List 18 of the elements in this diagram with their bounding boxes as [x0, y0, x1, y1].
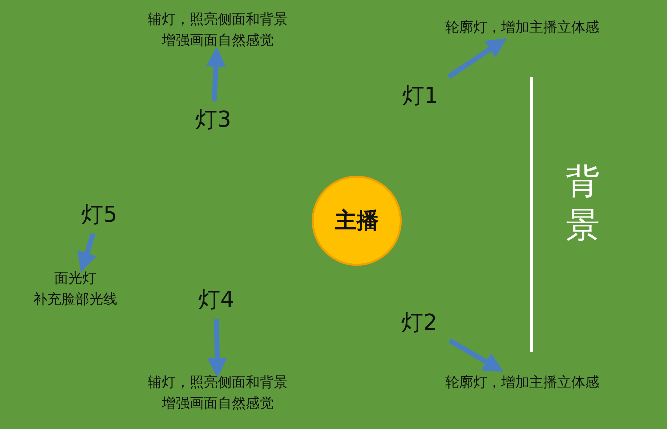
arrow	[206, 47, 226, 102]
arrow	[448, 38, 507, 80]
arrow	[448, 338, 504, 372]
light-label: 灯2	[392, 307, 447, 339]
arrow	[207, 318, 228, 378]
light-label: 灯5	[72, 199, 127, 231]
arrow	[78, 233, 97, 273]
backdrop-label: 背景	[565, 161, 601, 248]
light-label: 灯4	[189, 284, 244, 316]
host-circle: 主播	[312, 176, 402, 266]
description-text: 轮廓灯，增加主播立体感	[415, 370, 630, 396]
description-text: 辅灯，照亮侧面和背景增强画面自然感觉	[143, 8, 293, 54]
description-text: 辅灯，照亮侧面和背景增强画面自然感觉	[143, 371, 293, 417]
light-label: 灯3	[186, 104, 241, 136]
description-text: 轮廓灯，增加主播立体感	[420, 15, 625, 41]
heading-text: 面光灯	[54, 270, 96, 289]
light-label: 灯1	[393, 80, 448, 112]
description-text: 补充脸部光线	[34, 291, 118, 310]
